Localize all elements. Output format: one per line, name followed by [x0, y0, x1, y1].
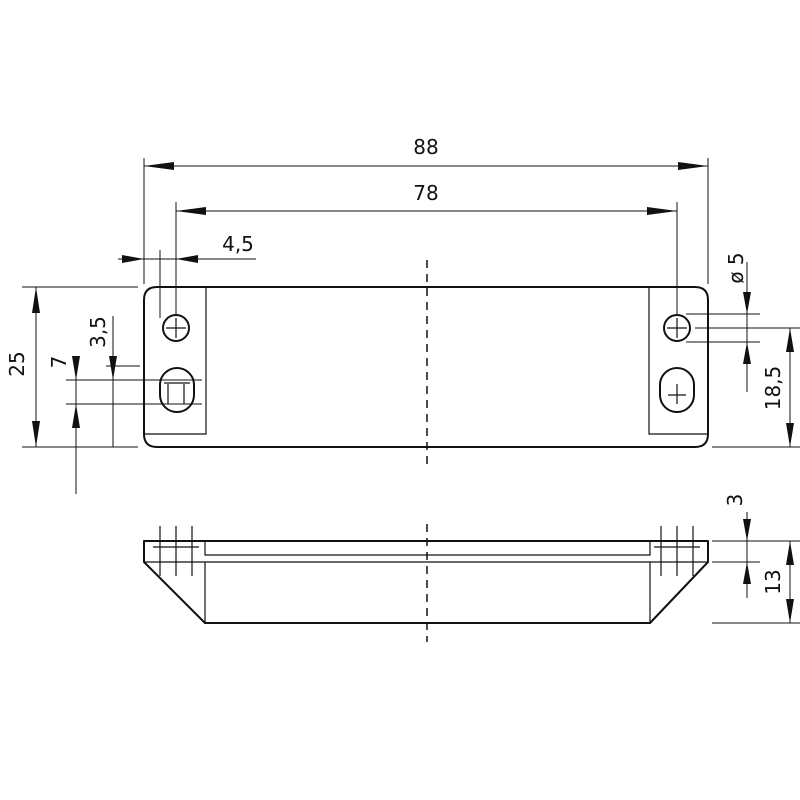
right-round-hole-cross: [667, 318, 687, 338]
label-slot-length: 7: [47, 356, 71, 369]
side-view-left-hole-lines: [153, 526, 199, 576]
right-round-hole: [663, 314, 691, 342]
label-flange-thickness: 3: [723, 494, 747, 507]
label-edge-to-hole: 4,5: [222, 232, 254, 256]
label-top-to-slot: 3,5: [86, 316, 110, 348]
label-total-thickness: 13: [761, 569, 785, 594]
left-round-hole: [162, 314, 190, 342]
right-slot-hole: [659, 367, 695, 413]
dimension-labels: 88 78 4,5 25 7 3,5 ø 5 18,5 3 13: [5, 135, 785, 595]
left-pocket-outline: [144, 287, 207, 435]
dimension-lines: [22, 158, 800, 624]
label-hole-diameter: ø 5: [724, 252, 748, 283]
top-view-outline: [143, 286, 709, 448]
label-hole-to-bottom: 18,5: [761, 366, 785, 411]
left-round-hole-cross: [166, 318, 186, 338]
side-view: [143, 524, 709, 642]
label-overall-length: 88: [413, 135, 438, 159]
left-slot-hole-marks: [164, 382, 190, 404]
right-pocket-outline: [648, 287, 708, 435]
label-hole-spacing: 78: [413, 181, 438, 205]
top-view: [143, 260, 709, 468]
left-slot-hole: [159, 367, 195, 413]
side-view-right-hole-lines: [654, 526, 700, 576]
label-height: 25: [5, 351, 29, 376]
right-slot-hole-marks: [668, 384, 686, 404]
side-view-outline: [143, 540, 709, 624]
